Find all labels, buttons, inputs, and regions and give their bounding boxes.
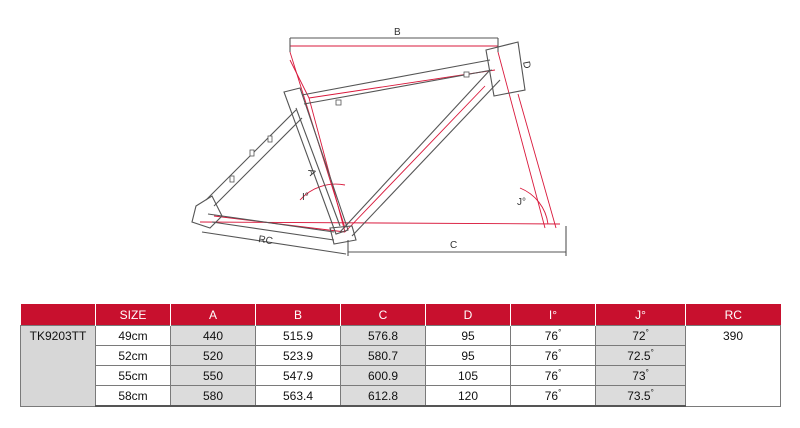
frame-outline	[191, 41, 526, 245]
table-cell-size: 58cm	[95, 385, 171, 407]
table-cell-a: 520	[170, 345, 256, 366]
label-b: B	[394, 27, 401, 38]
table-header-cell: RC	[685, 304, 781, 326]
table-cell-c: 612.8	[340, 385, 426, 407]
label-a: A	[305, 168, 318, 178]
rc-cell: 390	[685, 325, 781, 407]
label-c: C	[450, 240, 457, 251]
table-cell-c: 580.7	[340, 345, 426, 366]
table-header-cell: I°	[510, 304, 596, 326]
frame-geometry-diagram: B D A C RC I° J°	[191, 27, 567, 256]
table-cell-b: 563.4	[255, 385, 341, 407]
table-cell-b: 515.9	[255, 325, 341, 346]
table-header-cell: B	[255, 304, 341, 326]
dimension-lines	[199, 45, 561, 233]
table-cell-a: 440	[170, 325, 256, 346]
table-cell-j: 72°	[595, 325, 686, 346]
label-j: J°	[517, 197, 526, 208]
table-cell-j: 73.5°	[595, 385, 686, 407]
table-cell-i: 76°	[510, 345, 596, 366]
table-header-cell: A	[170, 304, 256, 326]
measure-lines	[201, 37, 567, 256]
table-cell-size: 49cm	[95, 325, 171, 346]
table-cell-c: 600.9	[340, 365, 426, 386]
table-cell-a: 580	[170, 385, 256, 407]
table-header-cell: D	[425, 304, 511, 326]
table-cell-d: 120	[425, 385, 511, 407]
table-cell-c: 576.8	[340, 325, 426, 346]
table-cell-d: 95	[425, 345, 511, 366]
table-header-cell	[20, 304, 96, 326]
table-cell-a: 550	[170, 365, 256, 386]
model-cell: TK9203TT	[20, 325, 96, 407]
table-cell-j: 73°	[595, 365, 686, 386]
label-rc: RC	[258, 234, 274, 247]
table-cell-b: 523.9	[255, 345, 341, 366]
table-cell-j: 72.5°	[595, 345, 686, 366]
table-cell-d: 95	[425, 325, 511, 346]
table-cell-size: 52cm	[95, 345, 171, 366]
table-cell-i: 76°	[510, 365, 596, 386]
table-cell-i: 76°	[510, 385, 596, 407]
table-header-cell: C	[340, 304, 426, 326]
table-header-cell: SIZE	[95, 304, 171, 326]
label-d: D	[520, 60, 532, 69]
table-header-cell: J°	[595, 304, 686, 326]
label-i: I°	[302, 192, 309, 203]
table-cell-size: 55cm	[95, 365, 171, 386]
table-cell-d: 105	[425, 365, 511, 386]
table-cell-i: 76°	[510, 325, 596, 346]
cable-guides	[229, 71, 470, 183]
table-cell-b: 547.9	[255, 365, 341, 386]
